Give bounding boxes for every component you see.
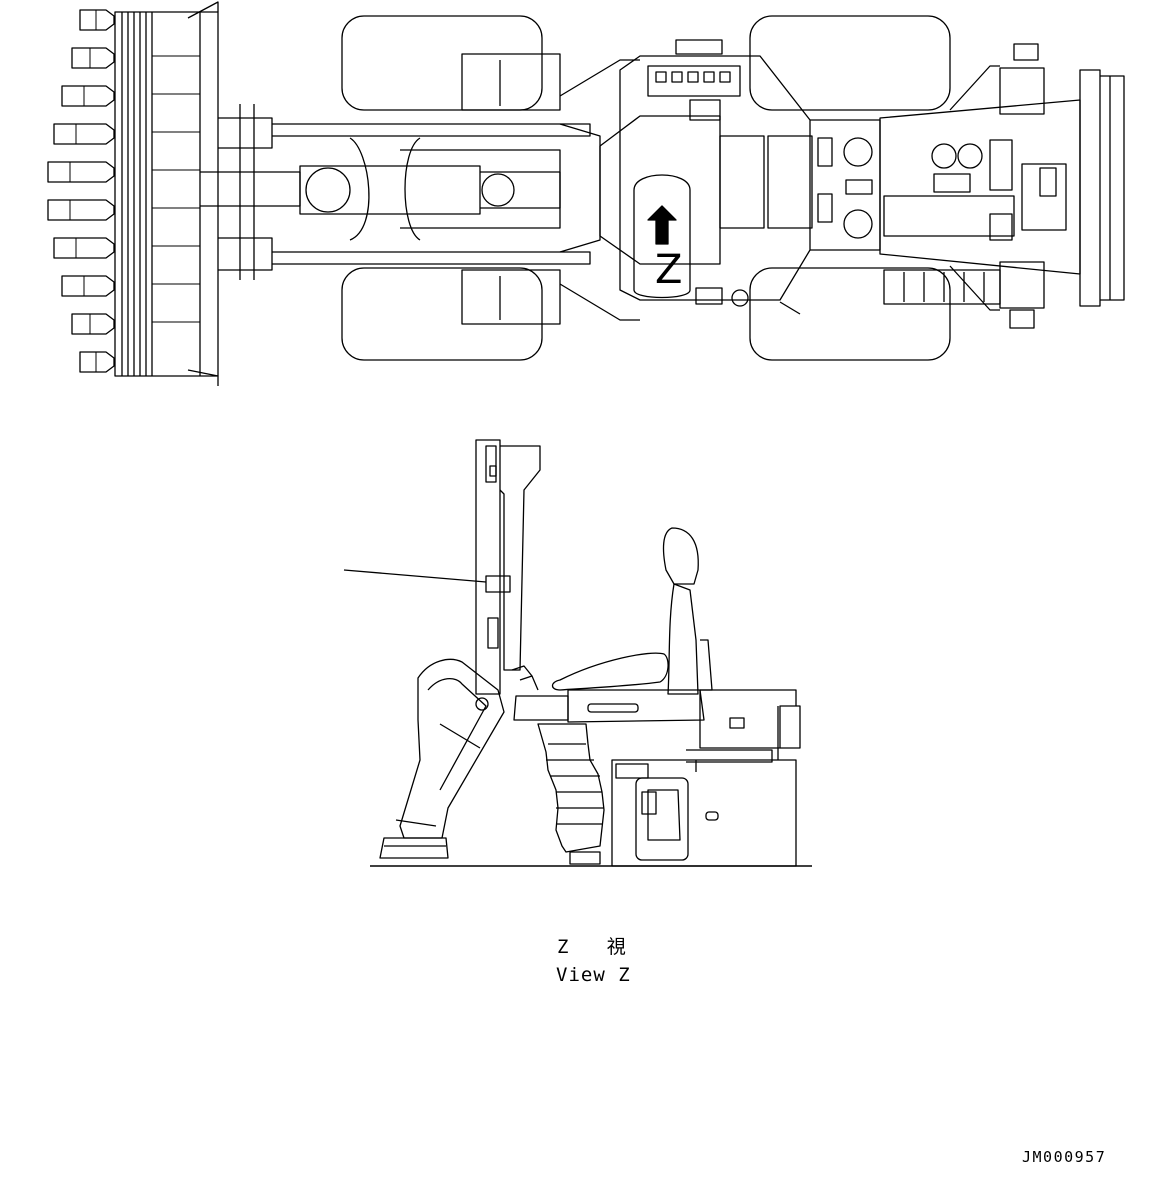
cab-top (619, 39, 813, 315)
cab-pillar (475, 439, 541, 695)
bucket (47, 1, 219, 386)
view-z-arrow (647, 205, 677, 245)
rear-console (611, 689, 801, 867)
view-title-english: View Z (556, 964, 631, 986)
steering-column (379, 658, 505, 859)
operator-seat (511, 527, 713, 723)
top-view-wheel-loader (47, 1, 1125, 386)
drawing-number: JM000957 (1022, 1148, 1107, 1166)
view-z-marker: Z (655, 247, 683, 293)
front-frame (559, 59, 721, 321)
lift-arms (200, 104, 601, 280)
view-title-japanese: Z 視 (557, 936, 627, 958)
seat-suspension (537, 723, 605, 865)
side-view-cab (343, 439, 812, 867)
engine-hood (810, 99, 1081, 305)
label-leader-line (343, 569, 487, 583)
rear-tires (749, 15, 951, 361)
rear-counterweight (949, 43, 1125, 329)
front-tires (341, 15, 561, 361)
